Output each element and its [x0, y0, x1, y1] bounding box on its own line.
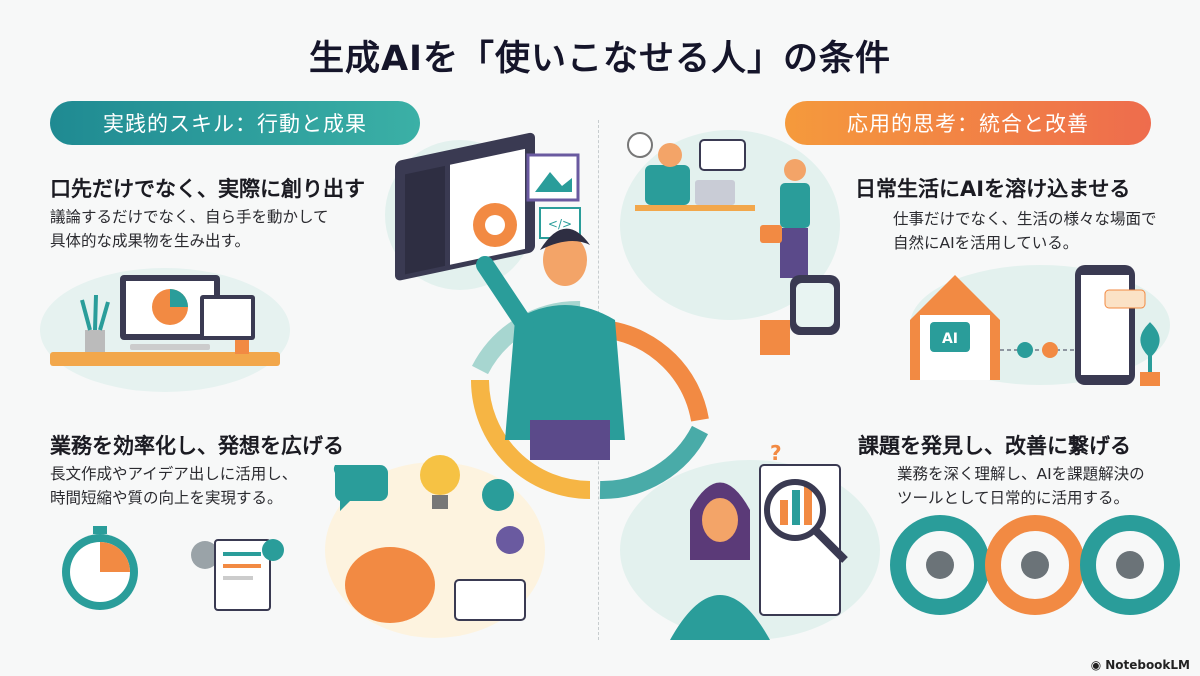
section-heading-create: 口先だけでなく、実際に創り出す — [50, 177, 365, 201]
section-heading-efficiency: 業務を効率化し、発想を広げる — [50, 434, 344, 458]
section-body-line: ツールとして日常的に活用する。 — [897, 489, 1130, 507]
applied-thinking-pill: 応用的思考：統合と改善 — [785, 101, 1151, 145]
person-body — [505, 305, 625, 440]
gear-icon — [926, 551, 954, 579]
problem-analysis-illustration: ? — [620, 441, 880, 640]
continuous-improvement-cycle-icon — [890, 515, 1180, 615]
practical-skills-pill: 実践的スキル：行動と成果 — [50, 101, 420, 145]
smart-home-illustration: AI — [910, 265, 1170, 386]
section-body-line: 時間短縮や質の向上を実現する。 — [50, 489, 283, 507]
gear-icon — [262, 539, 284, 561]
notebooklm-logo: ◉ NotebookLM — [1091, 658, 1190, 672]
stopwatch-docs-illustration — [62, 526, 284, 611]
code-tag-text: </> — [548, 217, 572, 231]
page-title: 生成AIを「使いこなせる人」の条件 — [308, 39, 892, 79]
section-heading-problem-solving: 課題を発見し、改善に繋げる — [858, 434, 1131, 458]
brand-label: NotebookLM — [1105, 658, 1190, 672]
section-body-line: 議論するだけでなく、自ら手を動かして — [50, 208, 329, 226]
section-body-line: 長文作成やアイデア出しに活用し、 — [50, 465, 298, 483]
section-heading-daily-life: 日常生活にAIを溶け込ませる — [855, 177, 1131, 201]
section-body-line: 具体的な成果物を生み出す。 — [50, 232, 250, 250]
desk-computer-illustration — [40, 268, 290, 392]
daily-life-illustration — [620, 130, 840, 355]
central-cycle-illustration: </> — [385, 132, 709, 500]
clock-icon — [627, 132, 653, 158]
section-body-line: 仕事だけでなく、生活の様々な場面で — [893, 210, 1157, 228]
gear-icon — [1116, 551, 1144, 579]
gear-icon — [1021, 551, 1049, 579]
brain-ideas-illustration — [325, 455, 545, 638]
gear-icon — [191, 541, 219, 569]
magnifier-icon — [764, 479, 826, 541]
notebooklm-icon: ◉ — [1090, 658, 1102, 672]
svg-text:?: ? — [770, 441, 782, 465]
house-ai-label: AI — [942, 331, 958, 347]
cycle-arc-teal — [599, 425, 709, 500]
cycle-arc-orange — [608, 321, 709, 422]
section-body-line: 業務を深く理解し、AIを課題解決の — [897, 465, 1145, 483]
person-head — [543, 234, 587, 286]
cycle-arc-yellow — [471, 379, 591, 499]
lightbulb-icon — [420, 455, 460, 495]
section-body-line: 自然にAIを活用している。 — [893, 234, 1079, 252]
